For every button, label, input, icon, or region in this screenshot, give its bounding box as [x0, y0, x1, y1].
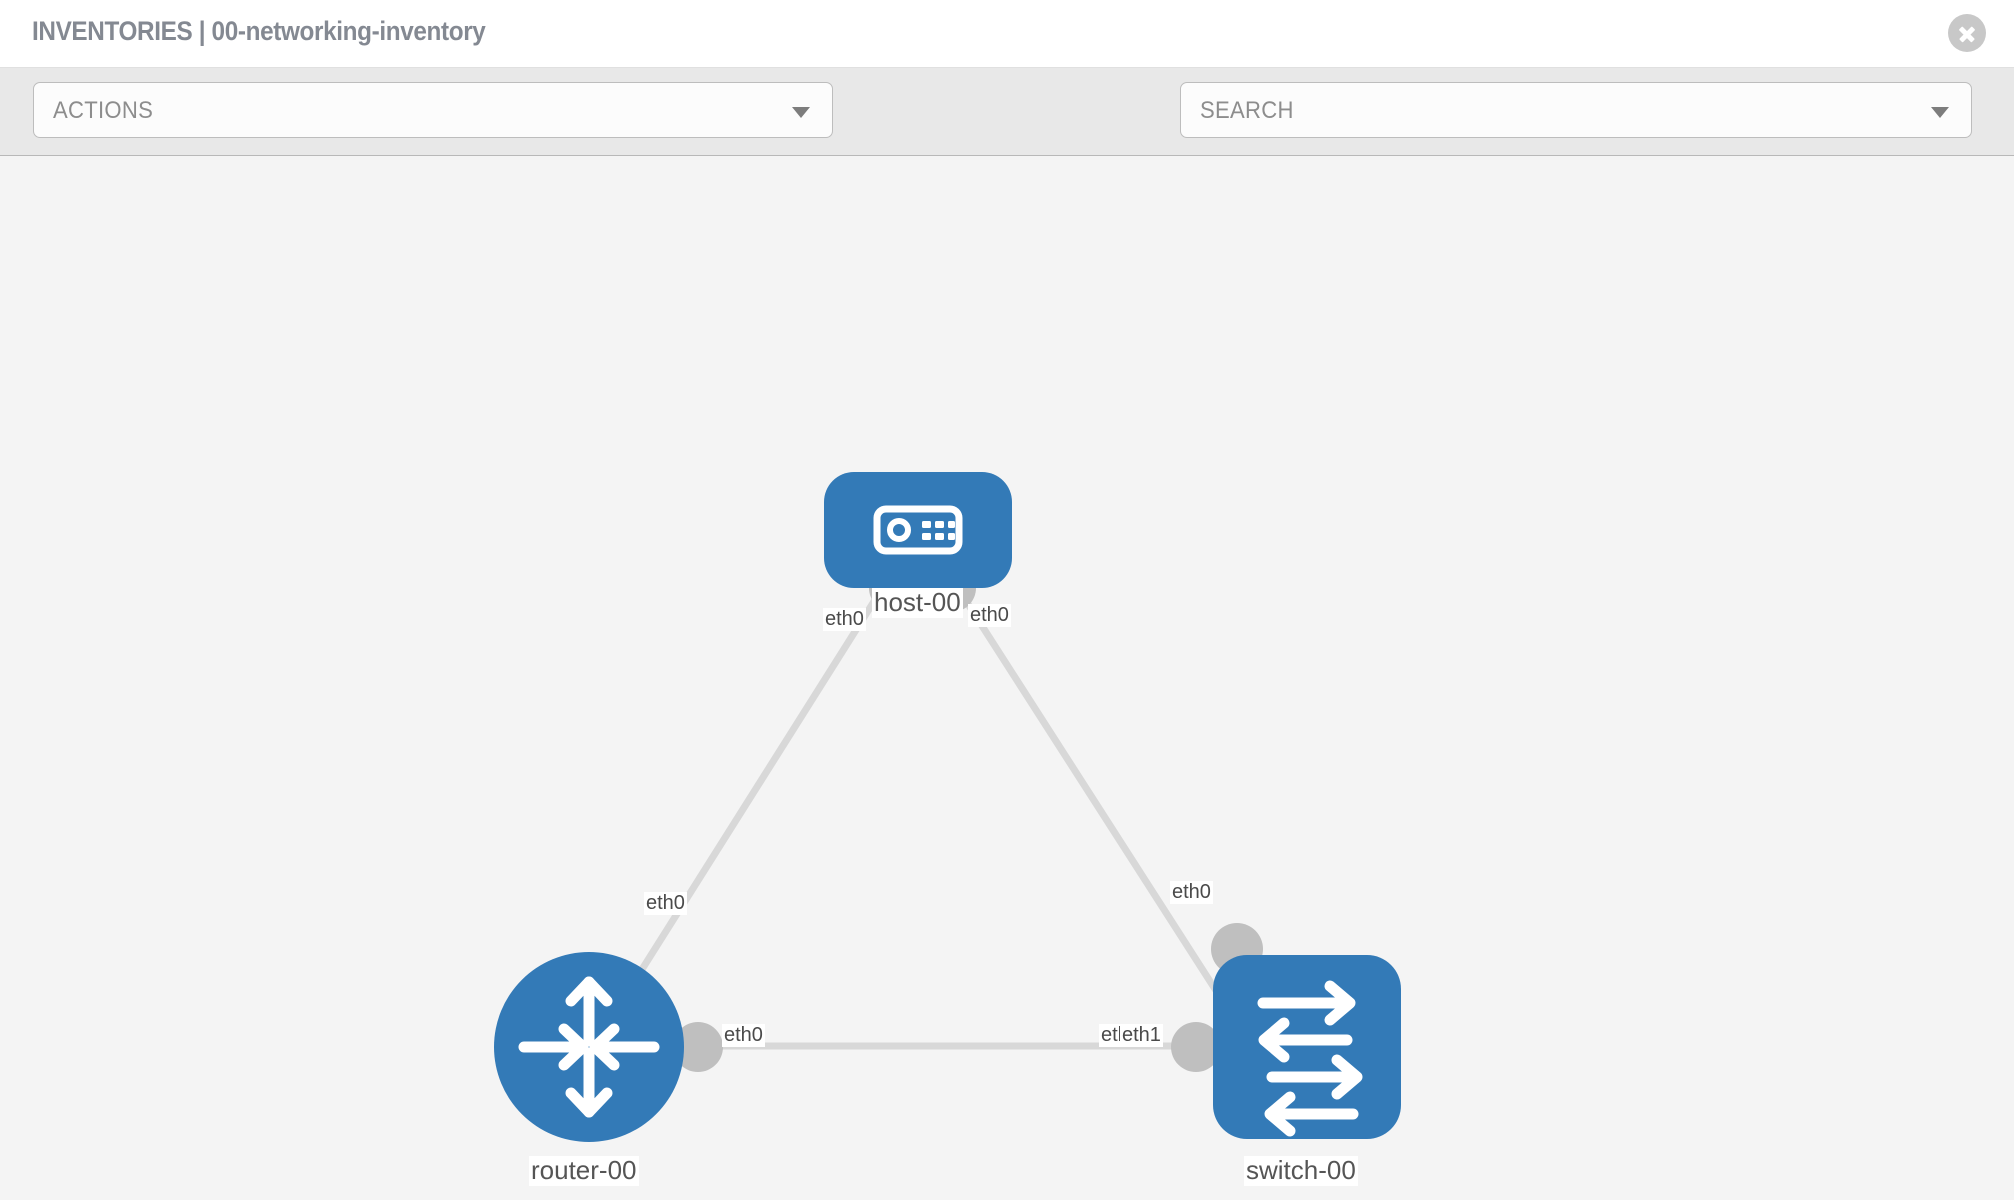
- iface-label-switch-left: eth1: [1120, 1024, 1163, 1047]
- topology-canvas[interactable]: host-00 router-00 switch-00 eth0 eth0 et…: [0, 156, 2014, 1200]
- toolbar: ACTIONS SEARCH: [0, 68, 2014, 201]
- iface-label-switch-up: eth0: [1170, 881, 1213, 904]
- search-placeholder: SEARCH: [1200, 97, 1294, 124]
- link-layer: [597, 574, 1243, 1050]
- link-host-switch[interactable]: [947, 574, 1243, 1030]
- node-router-00[interactable]: [494, 952, 684, 1142]
- close-icon[interactable]: [1948, 14, 1986, 52]
- node-label-host-00: host-00: [872, 587, 963, 618]
- server-icon: [873, 505, 963, 555]
- endpoint-switch-left[interactable]: [1171, 1022, 1221, 1072]
- actions-dropdown[interactable]: ACTIONS: [33, 82, 833, 138]
- chevron-down-icon: [1931, 107, 1949, 118]
- switch-arrows-icon: [1257, 980, 1363, 1137]
- iface-label-router-up: eth0: [644, 892, 687, 915]
- page-title: INVENTORIES | 00-networking-inventory: [32, 16, 486, 46]
- node-label-switch-00: switch-00: [1244, 1155, 1358, 1186]
- router-arrows-icon: [518, 976, 660, 1118]
- search-input[interactable]: SEARCH: [1180, 82, 1972, 138]
- chevron-down-icon: [792, 107, 810, 118]
- endpoint-layer: [673, 564, 1263, 1072]
- topology-graph: [494, 472, 1401, 1142]
- iface-label-host-left: eth0: [823, 608, 866, 631]
- endpoint-router-right[interactable]: [673, 1022, 723, 1072]
- iface-label-host-right: eth0: [968, 604, 1011, 627]
- link-host-router[interactable]: [597, 574, 893, 1038]
- page-header: INVENTORIES | 00-networking-inventory: [0, 0, 2014, 68]
- node-host-00[interactable]: [824, 472, 1012, 588]
- actions-dropdown-label: ACTIONS: [53, 97, 154, 124]
- node-switch-00[interactable]: [1213, 955, 1401, 1139]
- node-label-router-00: router-00: [529, 1155, 639, 1186]
- iface-label-router-right: eth0: [722, 1024, 765, 1047]
